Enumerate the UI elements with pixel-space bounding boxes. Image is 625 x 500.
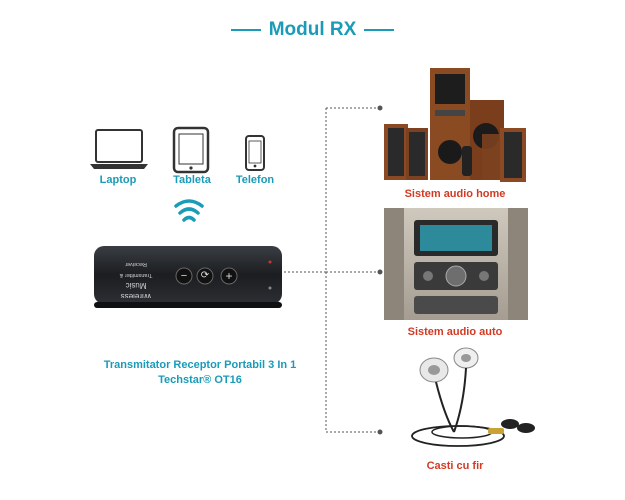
source-label-phone: Telefon: [235, 174, 275, 186]
title-text: Modul RX: [268, 19, 357, 40]
connector-dot-auto: [377, 269, 383, 275]
connector-dot-home: [377, 105, 383, 111]
diagram-title: Modul RX: [0, 19, 625, 41]
wireless-module-device: [94, 246, 282, 308]
title-dash-left: [230, 28, 261, 31]
connector-dot-headphones: [377, 429, 383, 435]
output-caption-headphones: Casti cu fir: [426, 460, 484, 472]
phone-icon: [245, 135, 265, 171]
product-name-line2: Techstar® OT16: [158, 374, 242, 386]
output-caption-auto: Sistem audio auto: [407, 326, 503, 338]
output-caption-home: Sistem audio home: [404, 188, 506, 200]
car-audio-dashboard-image: [384, 208, 528, 320]
wireless-signal-icon: [174, 199, 204, 222]
device-play-button: ⟳: [200, 270, 210, 281]
source-label-tablet: Tableta: [173, 174, 211, 186]
laptop-icon: [90, 129, 148, 169]
device-plus-button: +: [225, 269, 233, 283]
wired-earphones-image: [411, 347, 535, 447]
product-name: Transmitator Receptor Portabil 3 In 1 Te…: [80, 358, 320, 388]
home-audio-system-image: [384, 68, 526, 182]
device-minus-button: −: [180, 270, 188, 282]
product-name-line1: Transmitator Receptor Portabil 3 In 1: [103, 359, 297, 371]
title-dash-right: [364, 28, 395, 31]
source-label-laptop: Laptop: [99, 174, 137, 186]
tablet-icon: [172, 126, 210, 174]
